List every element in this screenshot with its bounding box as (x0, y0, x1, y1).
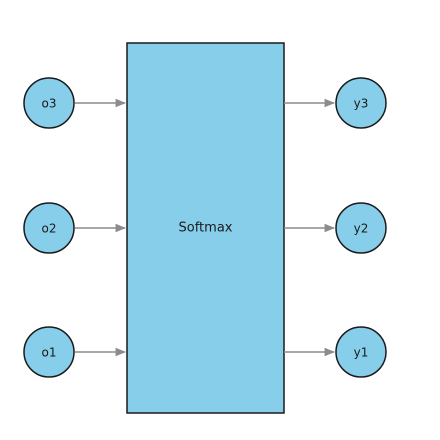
output-node-y2: y2 (335, 202, 387, 254)
softmax-box (126, 42, 285, 414)
input-node-label: o1 (42, 346, 57, 360)
input-node-o2: o2 (23, 202, 75, 254)
output-node-y1: y1 (335, 326, 387, 378)
output-node-y3: y3 (335, 77, 387, 129)
softmax-label: Softmax (179, 221, 233, 236)
input-node-o3: o3 (23, 77, 75, 129)
output-node-label: y1 (354, 346, 369, 360)
output-node-label: y3 (354, 97, 369, 111)
input-node-label: o3 (42, 97, 57, 111)
output-node-label: y2 (354, 222, 369, 236)
input-node-label: o2 (42, 222, 57, 236)
input-node-o1: o1 (23, 326, 75, 378)
